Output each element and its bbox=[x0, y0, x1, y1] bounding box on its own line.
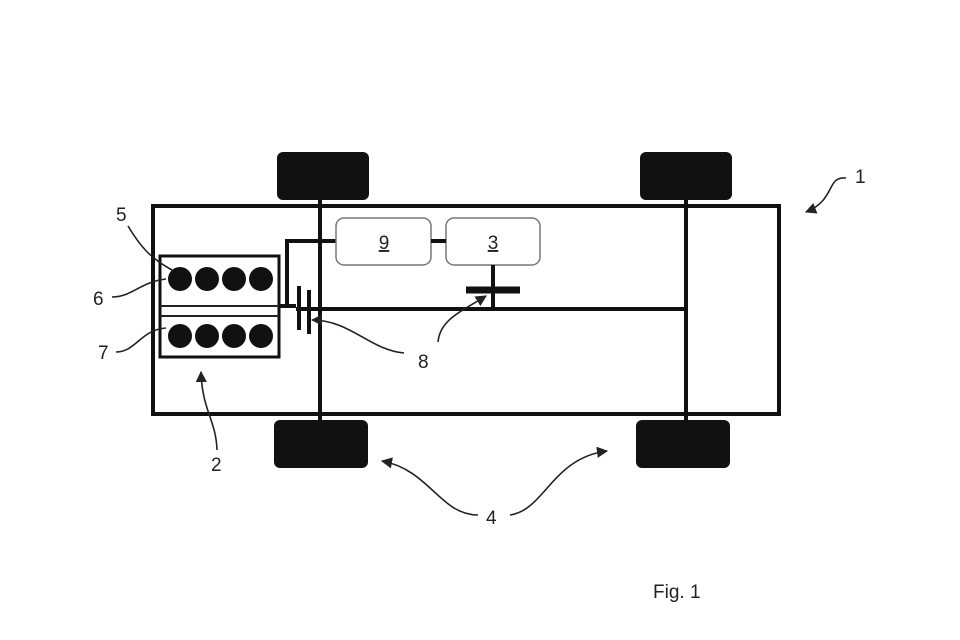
cylinder-top-4 bbox=[249, 267, 273, 291]
label-cylinder-bank-7: 7 bbox=[98, 343, 109, 364]
unit-9-label: 9 bbox=[379, 233, 390, 254]
cylinder-bottom-3 bbox=[222, 324, 246, 348]
leader-clutch-8-right bbox=[437, 295, 487, 343]
label-wheels: 4 bbox=[486, 508, 497, 529]
cylinder-bottom-1 bbox=[168, 324, 192, 348]
wheel-front-top bbox=[277, 152, 369, 200]
cylinder-top-1 bbox=[168, 267, 192, 291]
engine-to-unit-9-line bbox=[285, 239, 336, 306]
cylinder-bottom-4 bbox=[249, 324, 273, 348]
leader-wheels-left bbox=[380, 457, 479, 516]
label-cylinder-bank-5: 5 bbox=[116, 205, 127, 226]
leader-cylinder-bank-5 bbox=[127, 225, 173, 271]
cylinder-bottom-2 bbox=[195, 324, 219, 348]
figure-caption: Fig. 1 bbox=[653, 582, 701, 603]
leader-engine bbox=[195, 370, 218, 451]
label-engine: 2 bbox=[211, 455, 222, 476]
wheel-rear-top bbox=[640, 152, 732, 200]
wheel-front-bottom bbox=[274, 420, 368, 468]
leader-cylinder-bank-6 bbox=[111, 278, 167, 298]
cylinder-top-3 bbox=[222, 267, 246, 291]
label-vehicle: 1 bbox=[855, 167, 866, 188]
unit-3-label: 3 bbox=[488, 233, 499, 254]
wheel-rear-bottom bbox=[636, 420, 730, 468]
leader-wheels-right bbox=[509, 446, 609, 516]
leader-vehicle bbox=[804, 177, 847, 214]
label-clutch-8: 8 bbox=[418, 352, 429, 373]
leader-cylinder-bank-7 bbox=[115, 327, 167, 353]
cylinder-top-2 bbox=[195, 267, 219, 291]
leader-clutch-8-left bbox=[310, 314, 405, 354]
label-cylinder-bank-6: 6 bbox=[93, 289, 104, 310]
